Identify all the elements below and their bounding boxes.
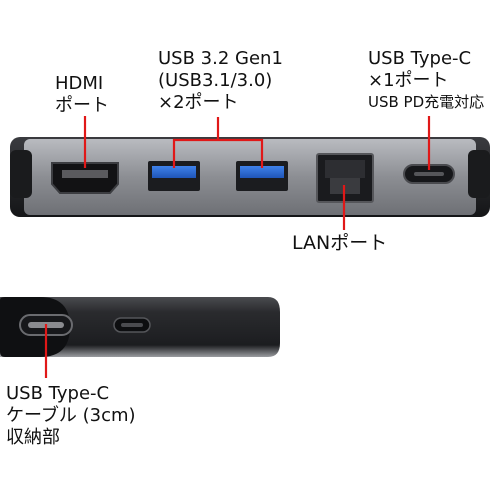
cable-storage-label: USB Type-C ケーブル (3cm) 収納部 [6, 383, 136, 449]
hub-side-view [0, 297, 280, 357]
label-line: USB PD充電対応 [368, 93, 485, 111]
callout-lines [44, 116, 431, 378]
label-line: ケーブル (3cm) [6, 405, 136, 426]
label-line: ポート [55, 95, 109, 116]
usb-c-port-icon [113, 317, 151, 333]
label-line: 収納部 [6, 427, 60, 448]
label-line: ×2ポート [158, 92, 239, 113]
usb-a-port-label: USB 3.2 Gen1 (USB3.1/3.0) ×2ポート [158, 48, 283, 114]
usb-a-port-icon [148, 161, 200, 191]
usb-a-port-icon [236, 161, 288, 191]
label-line: USB Type-C [368, 48, 472, 69]
label-line: HDMI [55, 73, 104, 94]
lan-port-label: LANポート [292, 232, 387, 254]
label-line: ×1ポート [368, 70, 449, 91]
label-line: USB 3.2 Gen1 [158, 48, 283, 69]
label-line: USB Type-C [6, 383, 110, 404]
label-line: LANポート [292, 232, 388, 254]
hub-front-view [10, 137, 490, 217]
label-line: (USB3.1/3.0) [158, 70, 273, 91]
usb-c-port-icon [403, 164, 455, 184]
usb-c-port-label: USB Type-C ×1ポート USB PD充電対応 [368, 48, 484, 112]
hdmi-port-icon [51, 162, 119, 194]
hdmi-port-label: HDMI ポート [55, 73, 109, 117]
